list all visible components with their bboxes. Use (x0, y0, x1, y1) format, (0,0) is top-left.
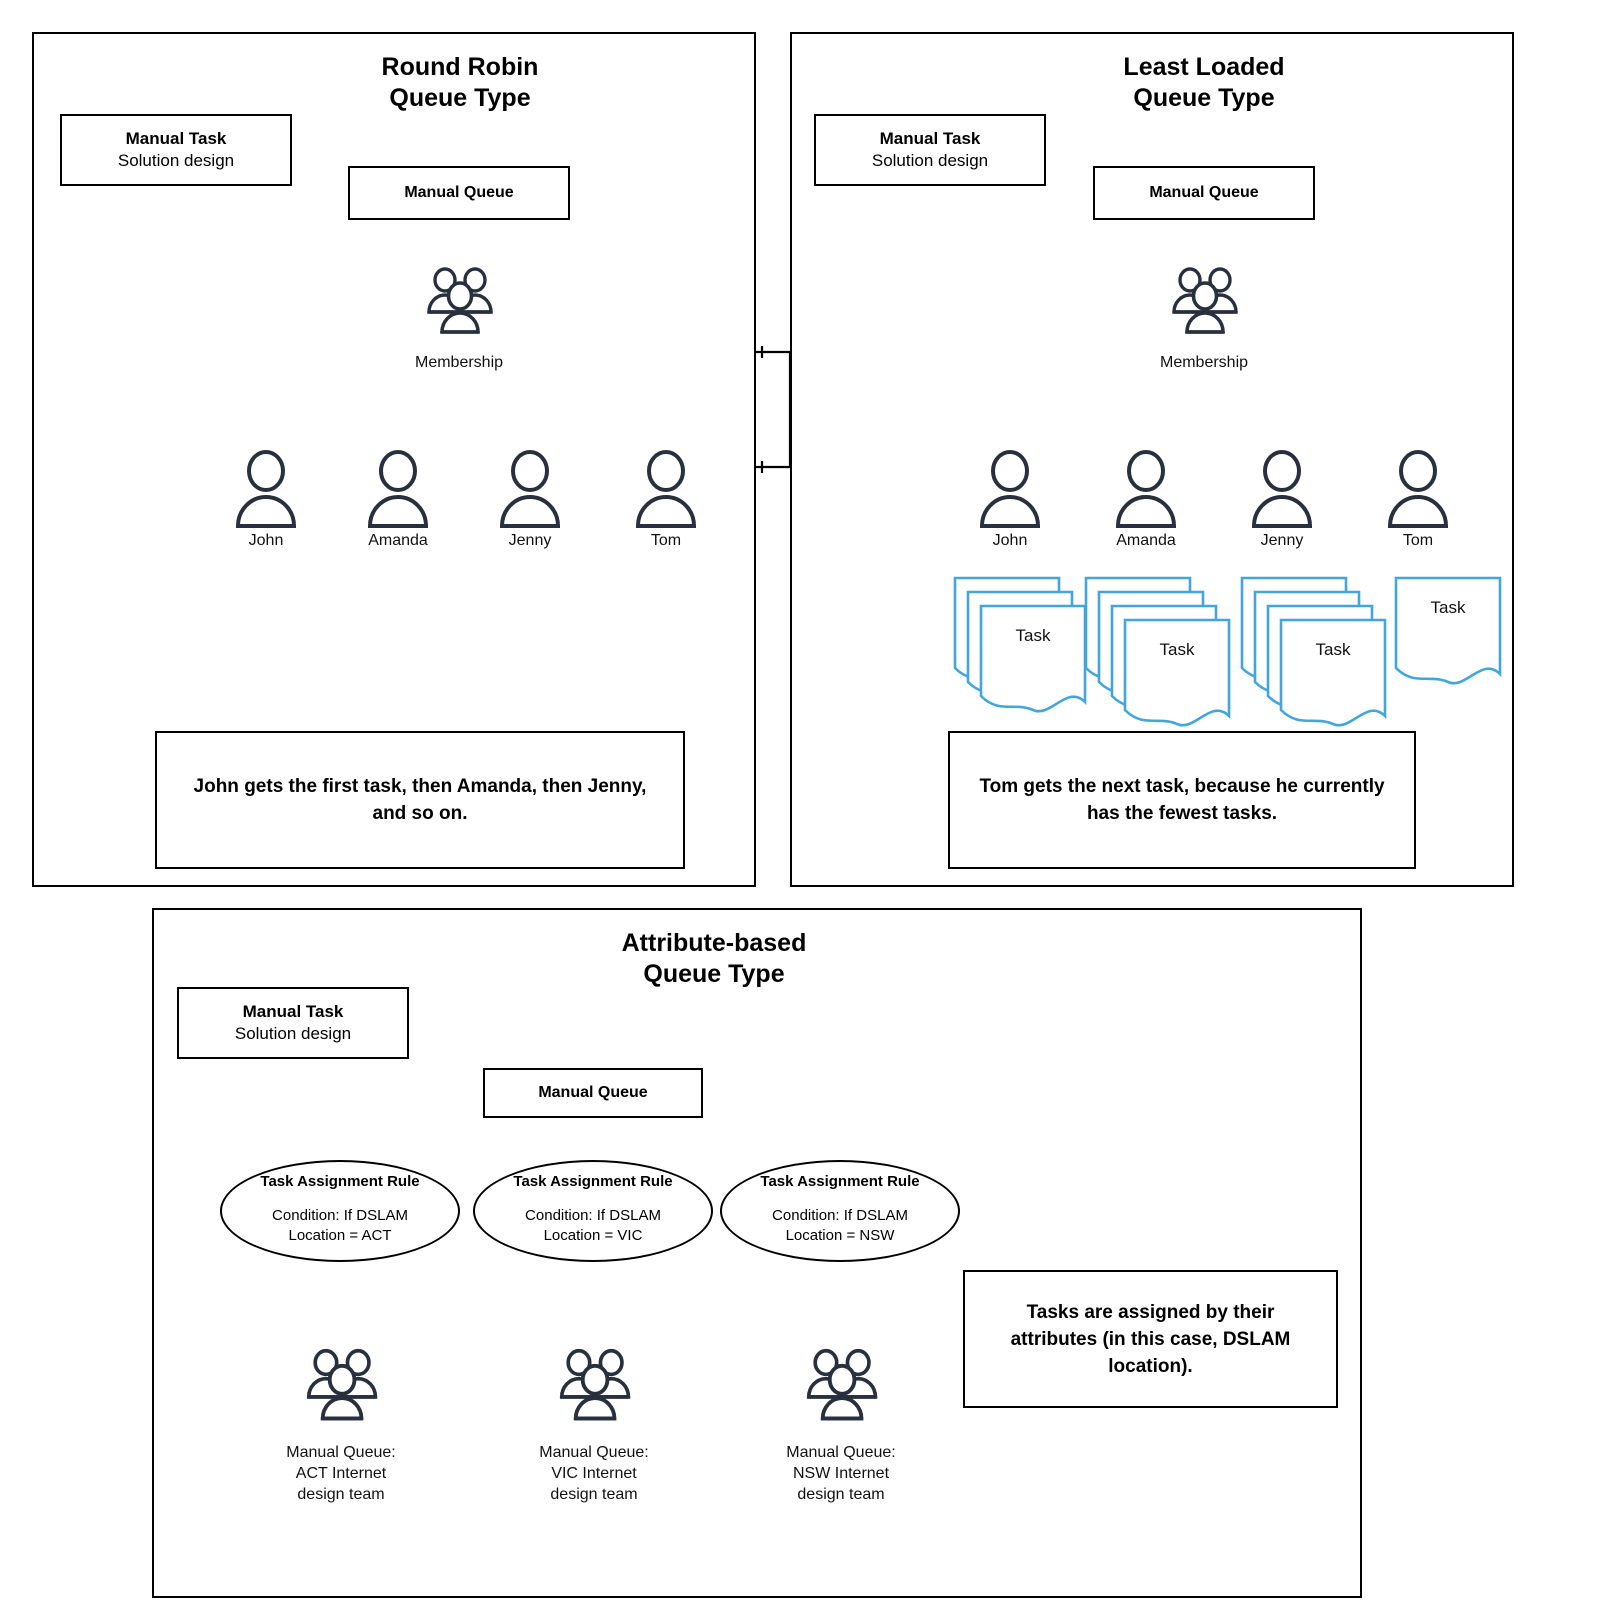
manual-task-subtitle-rr: Solution design (117, 151, 235, 170)
membership-label-ll: Membership (1159, 354, 1249, 371)
task-stack-tom (1394, 576, 1502, 685)
agent-name-john-ll: John (992, 532, 1028, 549)
rule-condition-vic: Condition: If DSLAM Location = VIC (525, 1207, 661, 1244)
manual-queue-label-ll: Manual Queue (1149, 184, 1259, 201)
manual-queue-label-rr: Manual Queue (404, 184, 514, 201)
manual-queue-box-ll: Manual Queue (1093, 166, 1315, 220)
team-label-vic: Manual Queue: VIC Internet design team (539, 1444, 649, 1503)
people-group-icon (1164, 264, 1244, 334)
person-icon-jenny-rr (494, 448, 566, 530)
panel-title-attribute-based: Attribute-based Queue Type (621, 929, 807, 988)
panel-title-least-loaded: Least Loaded Queue Type (1123, 53, 1285, 112)
task-assignment-rule-nsw: Task Assignment Rule Condition: If DSLAM… (720, 1160, 960, 1262)
rule-condition-nsw: Condition: If DSLAM Location = NSW (772, 1207, 908, 1244)
note-least-loaded: Tom gets the next task, because he curre… (948, 731, 1416, 869)
people-group-icon (298, 1345, 384, 1421)
agent-name-jenny-rr: Jenny (508, 532, 552, 549)
manual-task-subtitle-ab: Solution design (234, 1024, 352, 1043)
agent-name-amanda-ll: Amanda (1116, 532, 1176, 549)
note-attribute-based: Tasks are assigned by their attributes (… (963, 1270, 1338, 1408)
rule-condition-act: Condition: If DSLAM Location = ACT (272, 1207, 408, 1244)
task-assignment-rule-act: Task Assignment Rule Condition: If DSLAM… (220, 1160, 460, 1262)
agent-name-tom-rr: Tom (650, 532, 682, 549)
person-icon-amanda-ll (1110, 448, 1182, 530)
person-icon-tom-rr (630, 448, 702, 530)
rule-title-vic: Task Assignment Rule (513, 1173, 673, 1190)
person-icon-jenny-ll (1246, 448, 1318, 530)
task-card-label-john: Task (1015, 626, 1051, 645)
agent-name-john-rr: John (248, 532, 284, 549)
team-label-nsw: Manual Queue: NSW Internet design team (786, 1444, 896, 1503)
manual-task-title-ll: Manual Task (879, 129, 981, 148)
manual-task-box-ab: Manual Task Solution design (177, 987, 409, 1059)
task-card-label-tom: Task (1430, 598, 1466, 617)
manual-task-title-ab: Manual Task (242, 1002, 344, 1021)
task-card-label-amanda: Task (1159, 640, 1195, 659)
people-group-icon (798, 1345, 884, 1421)
agent-name-amanda-rr: Amanda (368, 532, 428, 549)
person-icon-john-ll (974, 448, 1046, 530)
rule-title-act: Task Assignment Rule (260, 1173, 420, 1190)
manual-queue-box-rr: Manual Queue (348, 166, 570, 220)
agent-name-tom-ll: Tom (1402, 532, 1434, 549)
membership-label-rr: Membership (414, 354, 504, 371)
note-round-robin: John gets the first task, then Amanda, t… (155, 731, 685, 869)
manual-task-box-rr: Manual Task Solution design (60, 114, 292, 186)
agent-name-jenny-ll: Jenny (1260, 532, 1304, 549)
person-icon-john-rr (230, 448, 302, 530)
task-assignment-rule-vic: Task Assignment Rule Condition: If DSLAM… (473, 1160, 713, 1262)
panel-title-round-robin: Round Robin Queue Type (381, 53, 539, 112)
manual-queue-label-ab: Manual Queue (538, 1084, 648, 1101)
manual-task-box-ll: Manual Task Solution design (814, 114, 1046, 186)
people-group-icon (419, 264, 499, 334)
rule-title-nsw: Task Assignment Rule (760, 1173, 920, 1190)
person-icon-tom-ll (1382, 448, 1454, 530)
manual-task-title-rr: Manual Task (125, 129, 227, 148)
team-label-act: Manual Queue: ACT Internet design team (286, 1444, 396, 1503)
manual-queue-box-ab: Manual Queue (483, 1068, 703, 1118)
person-icon-amanda-rr (362, 448, 434, 530)
task-card-label-jenny: Task (1315, 640, 1351, 659)
manual-task-subtitle-ll: Solution design (871, 151, 989, 170)
people-group-icon (551, 1345, 637, 1421)
